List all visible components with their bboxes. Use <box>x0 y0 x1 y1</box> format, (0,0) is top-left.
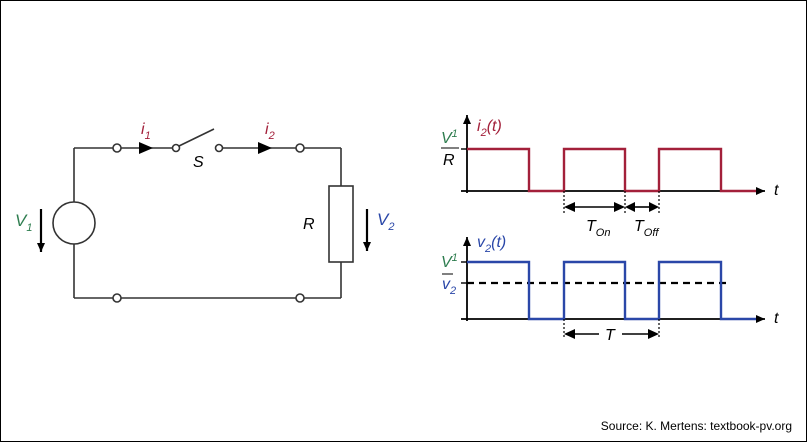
period-arrow-right <box>648 329 659 339</box>
source-credit: Source: K. Mertens: textbook-pv.org <box>600 419 792 433</box>
current-t-label: t <box>774 182 779 199</box>
toff-arrow-right <box>649 202 659 212</box>
toff-arrow-left <box>625 202 635 212</box>
i2-arrow <box>258 142 272 154</box>
pv-source <box>52 201 96 245</box>
switch-label: S <box>193 154 204 171</box>
i1-arrow <box>139 142 153 154</box>
voltage-plot: v2(t) V1 v2 t T <box>441 234 779 344</box>
voltage-plot-title: v2(t) <box>477 234 506 255</box>
period-label: T <box>605 327 616 344</box>
terminal-bottom-left <box>112 293 122 303</box>
v1-label: V1 <box>15 211 32 234</box>
current-level-numerator: V1 <box>441 128 458 147</box>
switch-contact-right <box>214 143 224 153</box>
voltage-level-label: V1 <box>441 252 458 271</box>
resistor-label: R <box>303 216 315 233</box>
ton-label: TOn <box>586 218 610 239</box>
voltage-t-label: t <box>774 310 779 327</box>
period-arrow-left <box>564 329 575 339</box>
i2-label: i2 <box>265 121 275 142</box>
terminal-top-right <box>295 143 305 153</box>
switch-contact-left <box>171 143 181 153</box>
switch-blade <box>178 128 215 147</box>
resistor <box>328 185 354 263</box>
current-plot: i2(t) V1 R t TOn TOff <box>441 115 779 239</box>
toff-label: TOff <box>634 218 659 239</box>
ton-arrow-right <box>614 202 625 212</box>
voltage-waveform <box>467 260 756 321</box>
current-waveform <box>467 147 756 193</box>
ton-arrow-left <box>564 202 575 212</box>
i1-label: i1 <box>141 121 151 142</box>
circuit-diagram <box>52 128 354 303</box>
terminal-top-left <box>112 143 122 153</box>
v2-label: V2 <box>377 210 394 233</box>
average-voltage-label: v2 <box>442 276 456 297</box>
current-plot-title: i2(t) <box>477 118 502 139</box>
terminal-bottom-right <box>295 293 305 303</box>
current-level-denominator: R <box>443 152 455 169</box>
